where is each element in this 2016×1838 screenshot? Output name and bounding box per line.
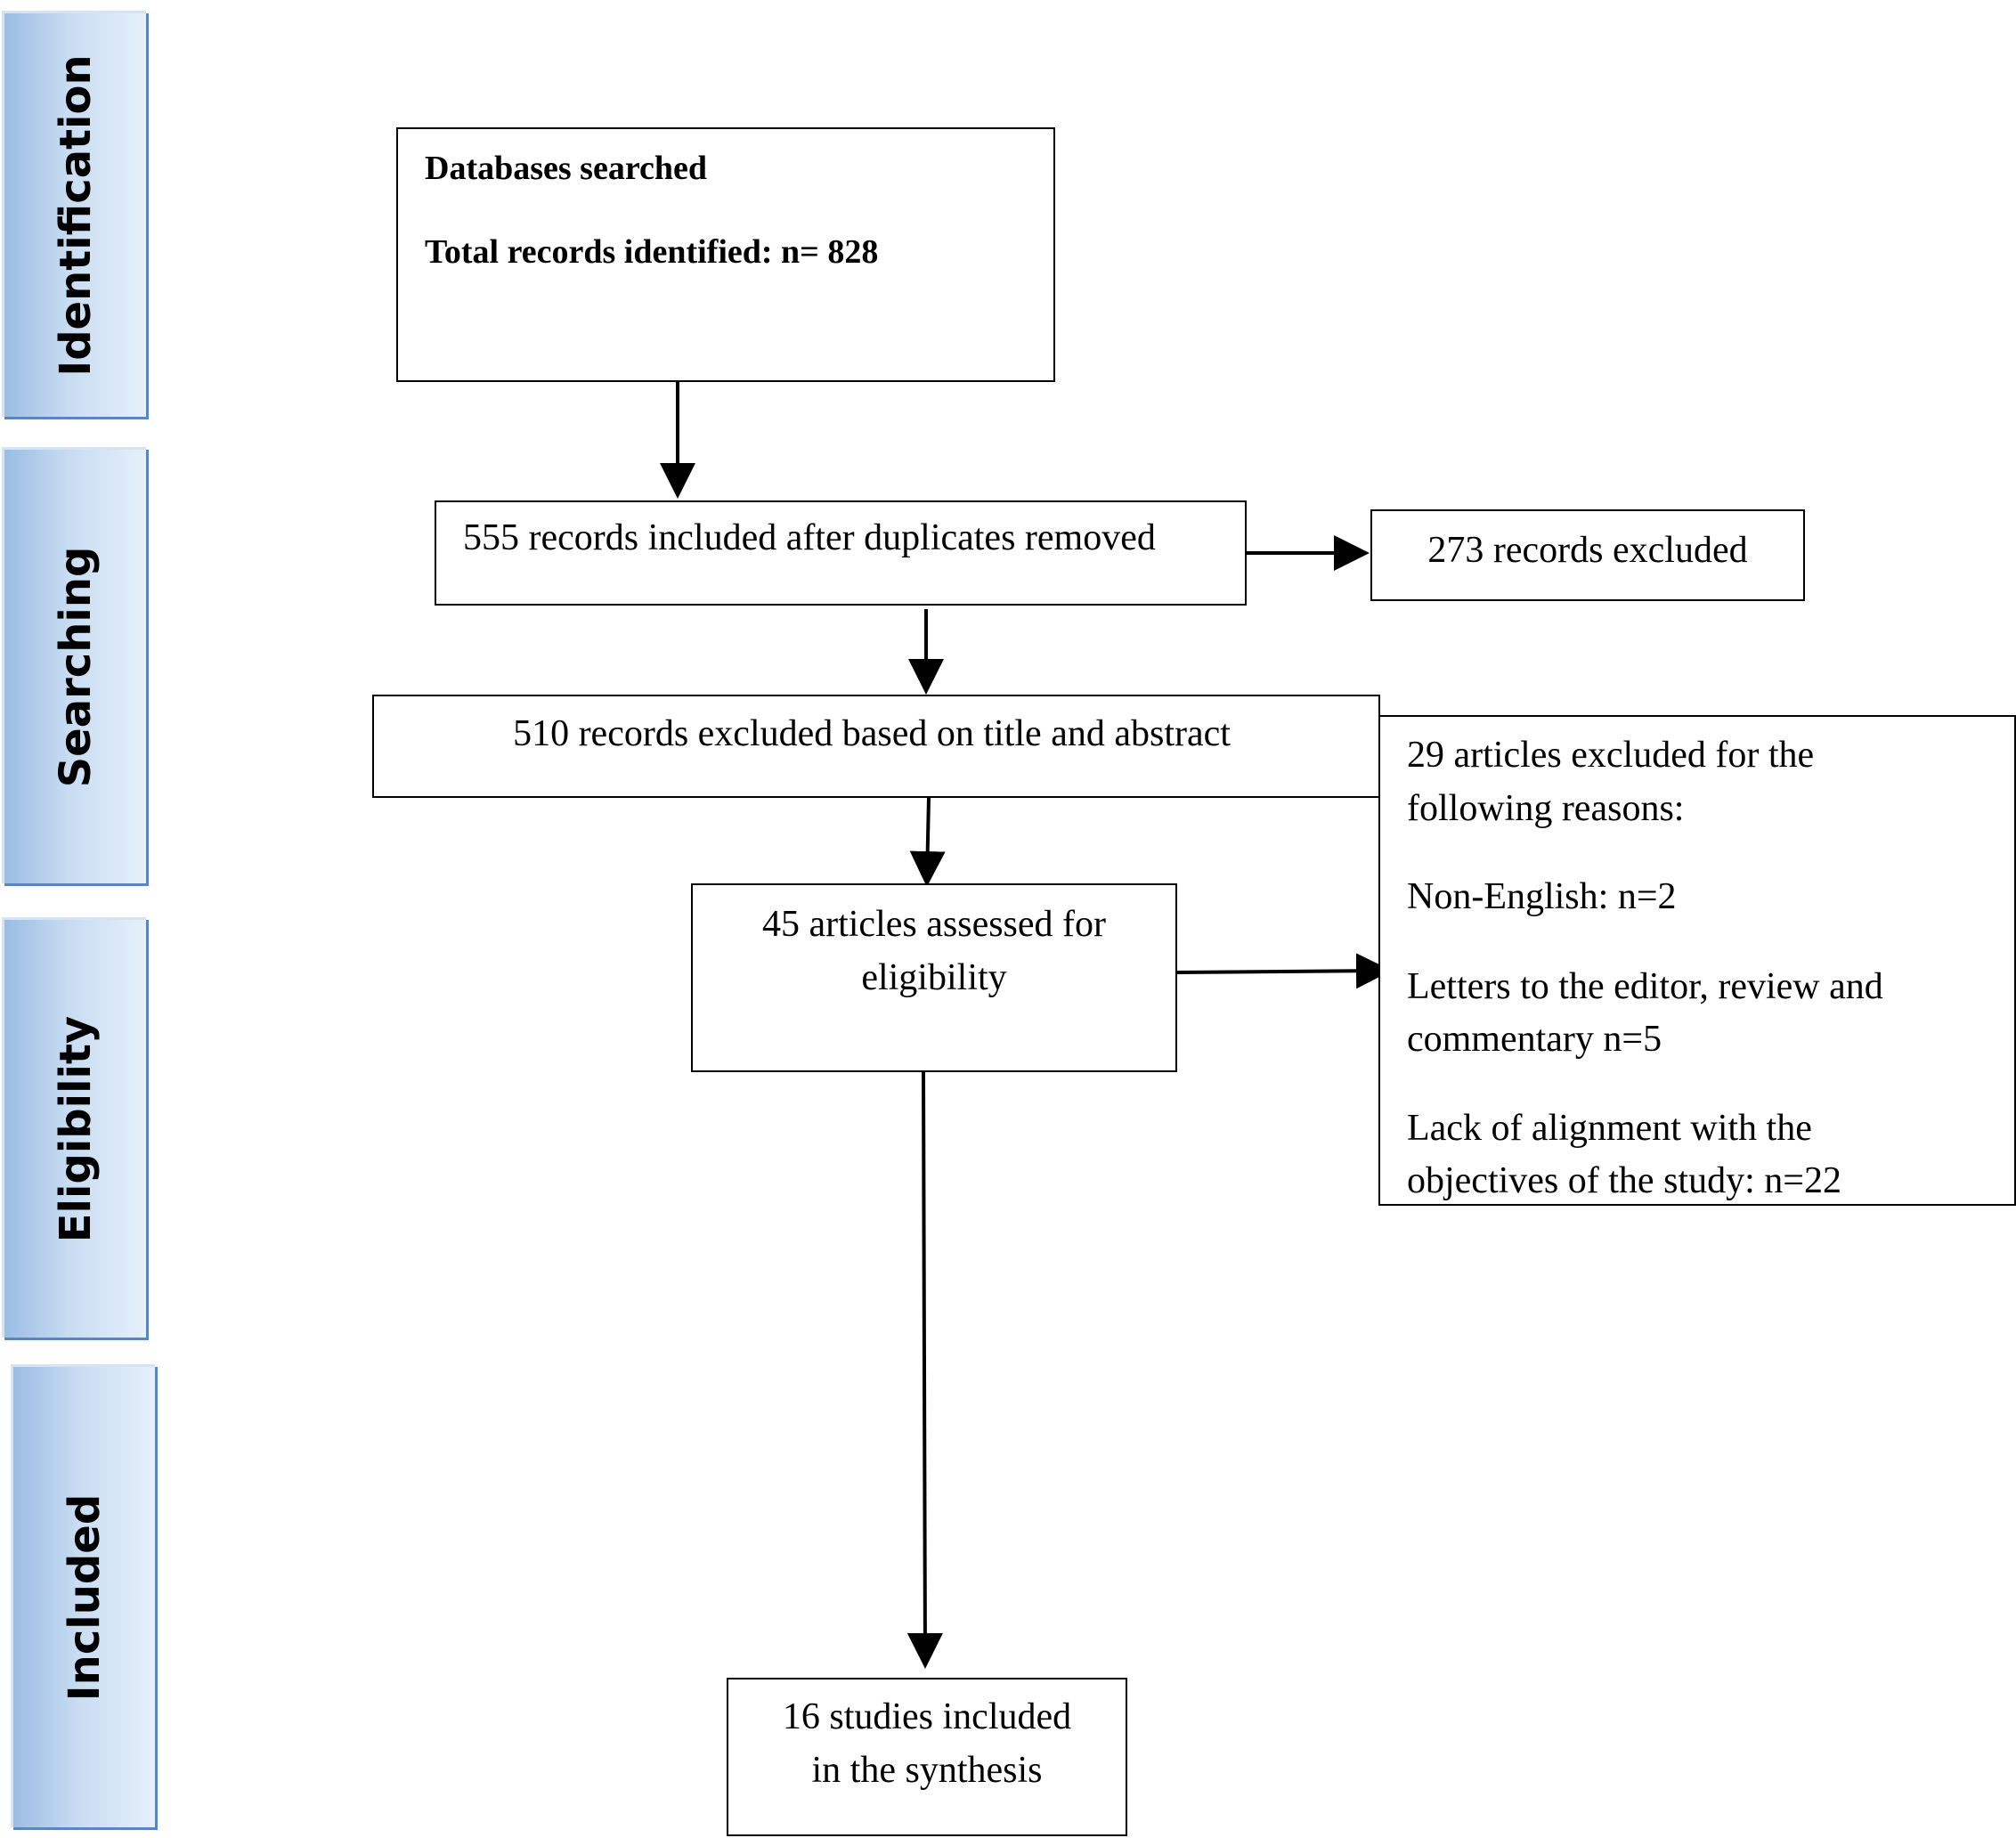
- arrow-assessed-to-reasons: [1175, 953, 1392, 989]
- title-abstract-label: 510 records excluded based on title and …: [513, 713, 1231, 754]
- stage-identification: Identification: [2, 11, 146, 417]
- excluded-reasons-box: 29 articles excluded for the following r…: [1378, 715, 2016, 1206]
- reason-letters-line1: Letters to the editor, review and: [1407, 966, 1883, 1007]
- included-box: 16 studies included in the synthesis: [727, 1678, 1127, 1836]
- stage-eligibility: Eligibility: [2, 917, 146, 1338]
- arrow-assessed-to-included: [906, 1071, 943, 1669]
- reason-alignment-line1: Lack of alignment with the: [1407, 1108, 1812, 1149]
- assessed-label-line2: eligibility: [861, 957, 1007, 998]
- total-records-label: Total records identified: n= 828: [425, 233, 879, 271]
- excluded-count-label: 29 articles excluded for the: [1407, 735, 1815, 776]
- assessed-box: 45 articles assessed for eligibility: [691, 883, 1177, 1072]
- reason-alignment-line2: objectives of the study: n=22: [1407, 1160, 1841, 1201]
- included-label-line1: 16 studies included: [782, 1696, 1072, 1737]
- included-label-line2: in the synthesis: [811, 1750, 1043, 1791]
- after-duplicates-box: 555 records included after duplicates re…: [435, 500, 1247, 606]
- title-abstract-box: 510 records excluded based on title and …: [372, 695, 1380, 798]
- stage-searching: Searching: [2, 447, 146, 883]
- arrow-title-abstract-to-assessed: [909, 797, 946, 887]
- excluded-reasons-heading: following reasons:: [1407, 788, 1685, 829]
- databases-label: Databases searched: [425, 150, 708, 187]
- after-duplicates-label: 555 records included after duplicates re…: [463, 517, 1156, 558]
- databases-box: Databases searched Total records identif…: [396, 127, 1055, 382]
- reason-non-english: Non-English: n=2: [1407, 876, 1677, 917]
- stage-included: Included: [11, 1364, 155, 1827]
- duplicates-excluded-label: 273 records excluded: [1427, 530, 1748, 571]
- assessed-label-line1: 45 articles assessed for: [761, 904, 1107, 945]
- reason-letters-line2: commentary n=5: [1407, 1019, 1662, 1060]
- duplicates-excluded-box: 273 records excluded: [1370, 509, 1805, 601]
